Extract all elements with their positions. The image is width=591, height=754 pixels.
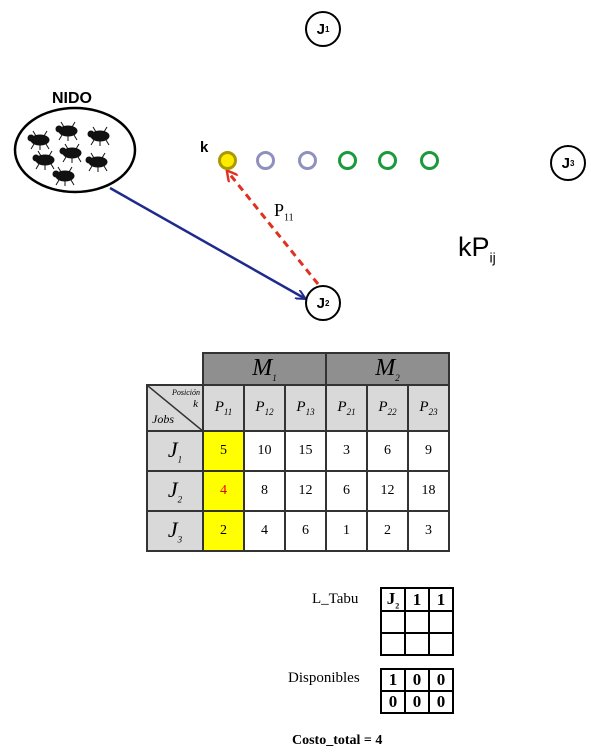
table-cell: 10	[243, 429, 286, 472]
disponible-cell: 1	[380, 668, 406, 692]
table-cell: 12	[366, 469, 409, 512]
table-cell: 6	[366, 429, 409, 472]
table-cell: 1	[325, 509, 368, 552]
table-cell: 18	[407, 469, 450, 512]
total-cost-label: Costo_total = 4	[292, 733, 383, 748]
table-cell-selected: 4	[202, 469, 245, 512]
pheromone-arrow	[228, 172, 320, 285]
job-row-header: J2	[146, 469, 204, 512]
table-cell: 6	[284, 509, 327, 552]
table-row: J1 5 10 15 3 6 9	[146, 429, 450, 472]
position-circle-4	[338, 151, 357, 170]
p11-label: P11	[274, 200, 294, 224]
position-header-row: Posición k Jobs P11 P12 P13 P21 P22 P23	[146, 383, 450, 432]
position-header: P11	[202, 383, 245, 432]
disponible-cell: 0	[404, 668, 430, 692]
job-row-header: J1	[146, 429, 204, 472]
tabu-cell: J2	[380, 586, 406, 613]
corner-position-label: Posición	[172, 387, 200, 397]
table-cell: 2	[202, 509, 245, 552]
table-cell: 8	[243, 469, 286, 512]
kpij-label: kPij	[458, 232, 496, 266]
k-label: k	[200, 139, 209, 156]
corner-jobs-label: Jobs	[152, 411, 174, 426]
disponible-cell: 0	[380, 690, 406, 714]
table-cell: 3	[325, 429, 368, 472]
disponibles-table: 1 0 0 0 0 0	[380, 668, 454, 714]
tabu-cell	[404, 610, 430, 635]
disponible-cell: 0	[428, 690, 454, 714]
position-circle-1	[218, 151, 237, 170]
ant-path-arrow	[109, 186, 304, 298]
disponible-cell: 0	[428, 668, 454, 692]
position-header: P13	[284, 383, 327, 432]
table-cell: 6	[325, 469, 368, 512]
nest-label: NIDO	[52, 90, 92, 107]
tabu-list-table: J2 1 1	[380, 586, 454, 657]
table-cell: 5	[202, 429, 245, 472]
tabu-cell	[428, 632, 454, 657]
position-header: P23	[407, 383, 450, 432]
position-header: P21	[325, 383, 368, 432]
machine-header-row: M1 M2	[147, 352, 450, 386]
table-cell: 15	[284, 429, 327, 472]
tabu-cell	[380, 632, 406, 657]
table-row: J3 2 4 6 1 2 3	[146, 509, 450, 552]
tabu-cell	[404, 632, 430, 657]
tabu-cell: 1	[404, 586, 430, 613]
table-cell: 12	[284, 469, 327, 512]
position-circle-6	[420, 151, 439, 170]
table-cell: 3	[407, 509, 450, 552]
position-circle-2	[256, 151, 275, 170]
disponible-cell: 0	[404, 690, 430, 714]
disponibles-label: Disponibles	[288, 670, 360, 686]
position-circle-3	[298, 151, 317, 170]
cost-matrix-table: M1 M2 Posición k Jobs P11 P12 P13 P21 P2…	[146, 352, 450, 552]
tabu-label: L_Tabu	[312, 591, 359, 607]
tabu-cell	[428, 610, 454, 635]
position-circle-5	[378, 151, 397, 170]
tabu-cell: 1	[428, 586, 454, 613]
table-row: J2 4 8 12 6 12 18	[146, 469, 450, 512]
machine-header-m1: M1	[202, 352, 327, 386]
position-header: P12	[243, 383, 286, 432]
table-cell: 9	[407, 429, 450, 472]
tabu-cell	[380, 610, 406, 635]
table-cell: 4	[243, 509, 286, 552]
corner-k-label: k	[193, 397, 198, 410]
position-header: P22	[366, 383, 409, 432]
corner-cell: Posición k Jobs	[146, 383, 204, 432]
route-diagram	[13, 106, 320, 340]
machine-header-m2: M2	[325, 352, 450, 386]
job-row-header: J3	[146, 509, 204, 552]
table-cell: 2	[366, 509, 409, 552]
ants-icon	[27, 121, 110, 186]
